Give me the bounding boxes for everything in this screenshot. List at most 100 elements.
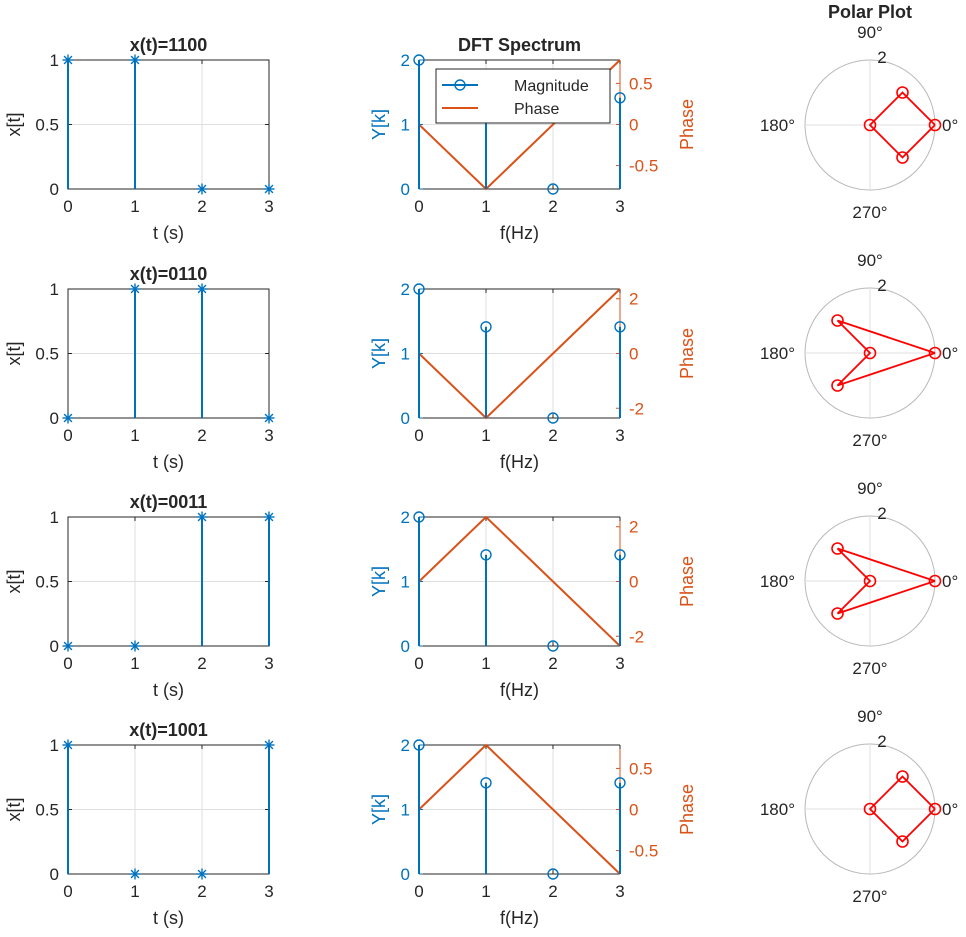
x-tick-label: 3: [264, 426, 273, 445]
polar-r-label: 2: [877, 732, 886, 751]
polar-label-270: 270°: [852, 431, 887, 450]
polar-marker: [863, 118, 877, 132]
plot-title: x(t)=1001: [129, 720, 208, 740]
asterisk-stroke: [130, 55, 140, 65]
polar-marker: [896, 835, 909, 848]
x-axis-label: f(Hz): [500, 223, 539, 243]
polar-line: [836, 319, 936, 387]
x-tick-label: 2: [197, 197, 206, 216]
polar-label-0: 0°: [942, 800, 958, 819]
polar-label-90: 90°: [857, 479, 883, 498]
magnitude-marker: [547, 868, 559, 880]
y-tick-label: 0: [401, 865, 410, 884]
y-tick-label: 1: [50, 508, 59, 527]
phase-axis-label: Phase: [677, 328, 697, 379]
stem-marker: [196, 868, 208, 880]
phase-tick-label: -0.5: [629, 842, 658, 861]
asterisk-stroke: [63, 413, 73, 423]
y-tick-label: 1: [401, 116, 410, 135]
x-tick-label: 1: [130, 426, 139, 445]
legend-magnitude-label: Magnitude: [514, 78, 589, 95]
y-tick-label: 2: [401, 508, 410, 527]
x-axis-label: t (s): [153, 223, 184, 243]
polar-label-90: 90°: [857, 251, 883, 270]
magnitude-marker: [480, 321, 492, 333]
x-tick-label: 3: [264, 654, 273, 673]
phase-axis-label: Phase: [677, 556, 697, 607]
polar-label-270: 270°: [852, 203, 887, 222]
polar-marker: [831, 379, 844, 392]
y-tick-label: 0.5: [35, 116, 59, 135]
y-tick-label: 0: [401, 409, 410, 428]
y-tick-label: 1: [401, 801, 410, 820]
polar-marker: [863, 574, 877, 588]
stem-marker: [62, 640, 74, 652]
stem-marker: [129, 640, 141, 652]
polar-label-180: 180°: [760, 800, 795, 819]
polar-label-270: 270°: [852, 887, 887, 906]
polar-marker: [928, 118, 942, 132]
plot-title: x(t)=1100: [130, 35, 208, 55]
y-axis-label: x[t]: [4, 569, 24, 593]
x-axis-label: t (s): [153, 908, 184, 928]
asterisk-stroke: [264, 413, 274, 423]
asterisk-stroke: [197, 512, 207, 522]
x-tick-label: 2: [548, 426, 557, 445]
stem-marker: [129, 54, 141, 66]
stem-marker: [62, 412, 74, 424]
y-tick-label: 2: [401, 51, 410, 70]
asterisk-stroke: [264, 512, 274, 522]
polar-marker: [928, 574, 942, 588]
magnitude-marker: [614, 92, 626, 104]
magnitude-marker: [413, 739, 425, 751]
phase-tick-label: 0.5: [629, 74, 653, 93]
y-tick-label: 0.5: [35, 345, 59, 364]
plot-title: x(t)=0110: [130, 264, 208, 284]
polar-marker: [896, 151, 909, 164]
x-tick-label: 1: [130, 654, 139, 673]
polar-marker: [863, 802, 877, 816]
x-tick-label: 3: [615, 426, 624, 445]
stem-marker: [196, 283, 208, 295]
y-axis-label: Y[k]: [369, 566, 389, 597]
x-tick-label: 0: [414, 197, 423, 216]
stem-marker: [196, 511, 208, 523]
asterisk-stroke: [63, 55, 73, 65]
magnitude-marker: [547, 412, 559, 424]
stem-marker: [129, 283, 141, 295]
y-tick-label: 1: [401, 573, 410, 592]
asterisk-stroke: [130, 641, 140, 651]
asterisk-stroke: [63, 740, 73, 750]
x-tick-label: 1: [481, 197, 490, 216]
x-axis-label: t (s): [153, 452, 184, 472]
x-tick-label: 2: [197, 654, 206, 673]
asterisk-stroke: [130, 869, 140, 879]
magnitude-marker: [614, 777, 626, 789]
y-tick-label: 2: [401, 280, 410, 299]
polar-marker: [831, 314, 844, 327]
magnitude-marker: [413, 511, 425, 523]
magnitude-marker: [480, 777, 492, 789]
y-axis-label: Y[k]: [369, 109, 389, 140]
y-tick-label: 0: [50, 180, 59, 199]
y-axis-label: Y[k]: [369, 794, 389, 825]
asterisk-stroke: [264, 740, 274, 750]
polar-marker: [831, 607, 844, 620]
x-tick-label: 0: [414, 426, 423, 445]
y-tick-label: 2: [401, 736, 410, 755]
plot-title: x(t)=0011: [130, 492, 208, 512]
x-tick-label: 0: [414, 654, 423, 673]
x-tick-label: 2: [197, 882, 206, 901]
magnitude-marker: [547, 183, 559, 195]
stem-marker: [263, 183, 275, 195]
y-tick-label: 0: [50, 409, 59, 428]
phase-tick-label: 0: [629, 801, 638, 820]
polar-label-180: 180°: [760, 344, 795, 363]
polar-r-label: 2: [877, 276, 886, 295]
polar-r-label: 2: [877, 504, 886, 523]
